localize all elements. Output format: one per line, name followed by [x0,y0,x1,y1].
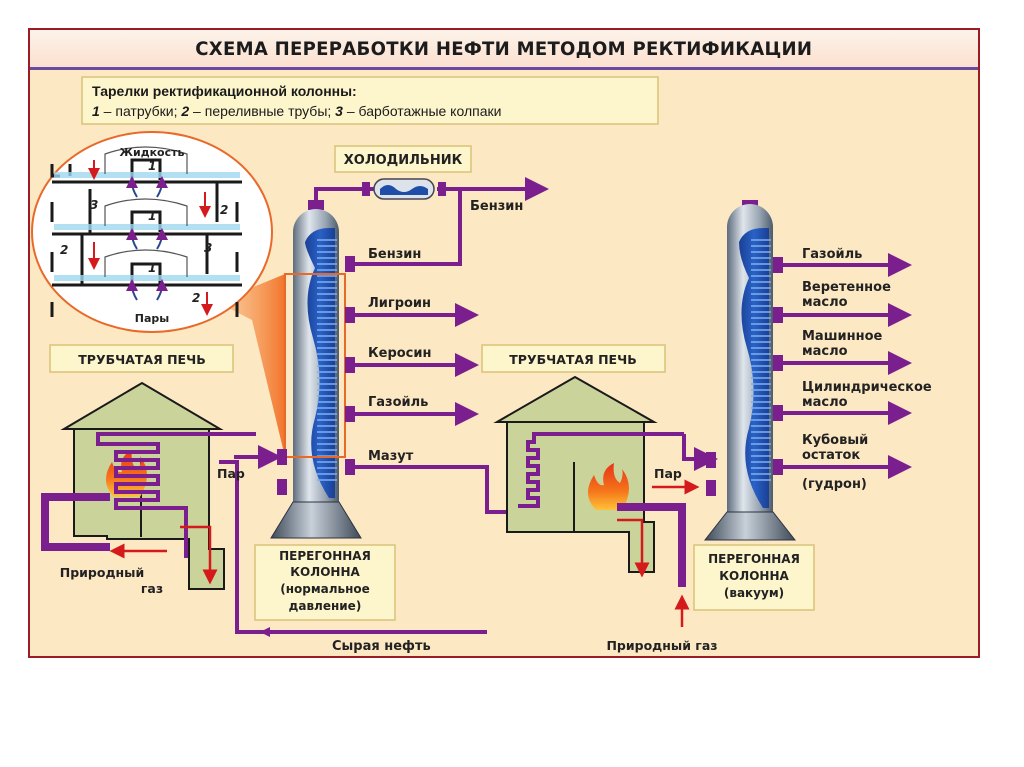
process-diagram: Тарелки ректификационной колонны: 1 – па… [31,76,932,654]
inset-num: 1 [148,209,156,223]
legend-text-1: – патрубки; [100,103,182,119]
legend-items: 1 – патрубки; 2 – переливные трубы; 3 – … [92,103,501,119]
inset-num: 1 [148,159,156,173]
column1-outputs: Бензин Бензин Лигроин Керосин Газойль Ма… [368,199,523,464]
natural-gas-label-left: Природный [60,565,145,580]
tube-furnace-1: ТРУБЧАТАЯ ПЕЧЬ Пар Природный газ [41,344,282,596]
distillation-column-2 [703,200,912,541]
cooler-label-box: ХОЛОДИЛЬНИК [334,145,472,173]
caption-line: ПЕРЕГОННАЯ [708,552,800,566]
furnace-label: ТРУБЧАТАЯ ПЕЧЬ [78,352,205,367]
legend-num-3: 3 [335,103,343,119]
legend-box: Тарелки ректификационной колонны: 1 – па… [81,76,659,125]
legend-text-2: – переливные трубы; [189,103,335,119]
legend-num-1: 1 [92,103,100,119]
inset-num: 3 [90,198,98,212]
zoom-beam [217,274,285,457]
column2-caption: ПЕРЕГОННАЯ КОЛОННА (вакуум) [693,544,815,611]
steam-label: Пар [654,466,682,481]
output-label: масло [802,395,848,410]
output-label: Бензин [470,199,523,214]
output-label: остаток [802,448,860,463]
output-label: Газойль [368,395,428,410]
title-bar: СХЕМА ПЕРЕРАБОТКИ НЕФТИ МЕТОДОМ РЕКТИФИК… [30,30,978,70]
column2-outputs: Газойль Веретенное масло Машинное масло … [802,247,932,492]
caption-line: (вакуум) [724,586,784,600]
inset-vapor-label: Пары [135,312,170,325]
inset-liquid-label: Жидкость [120,146,185,159]
caption-line: ПЕРЕГОННАЯ [279,549,371,563]
residue-note: (гудрон) [802,477,867,492]
inset-num: 2 [192,291,200,305]
inset-num: 2 [220,203,228,217]
distillation-column-1 [270,200,362,539]
legend-num-2: 2 [180,103,189,119]
steam-label: Пар [217,466,245,481]
flame-icon [587,463,629,510]
inset-num: 2 [60,243,68,257]
inset-num: 1 [148,261,156,275]
column1-caption: ПЕРЕГОННАЯ КОЛОННА (нормальное давление) [254,544,396,621]
caption-line: давление) [289,599,362,613]
output-label: Веретенное [802,280,891,295]
output-label: масло [802,295,848,310]
output-label: Лигроин [368,296,431,311]
output-label: Машинное [802,329,883,344]
cooler-label: ХОЛОДИЛЬНИК [344,153,463,168]
output-label: Кубовый [802,433,868,448]
output-label: Цилиндрическое [802,380,932,395]
natural-gas-label-right: Природный газ [606,638,717,653]
caption-line: (нормальное [280,582,370,596]
output-label: масло [802,344,848,359]
tube-furnace-2: ТРУБЧАТАЯ ПЕЧЬ Пар Природный газ [481,344,718,653]
crude-oil-label: Сырая нефть [332,639,431,654]
caption-line: КОЛОННА [290,565,360,579]
furnace-label: ТРУБЧАТАЯ ПЕЧЬ [509,352,636,367]
legend-text-3: – барботажные колпаки [343,103,501,119]
legend-heading: Тарелки ректификационной колонны: [92,83,357,99]
natural-gas-label-left-2: газ [141,581,163,596]
diagram-frame: СХЕМА ПЕРЕРАБОТКИ НЕФТИ МЕТОДОМ РЕКТИФИК… [28,28,980,658]
cooler-icon [362,178,446,200]
output-label: Газойль [802,247,862,262]
output-label: Бензин [368,247,421,262]
tray-inset: Жидкость Пары 1 1 1 2 2 2 3 3 [31,131,273,333]
page-title: СХЕМА ПЕРЕРАБОТКИ НЕФТИ МЕТОДОМ РЕКТИФИК… [195,38,813,60]
caption-line: КОЛОННА [719,569,789,583]
inset-num: 3 [204,241,212,255]
output-label: Мазут [368,449,414,464]
output-label: Керосин [368,346,431,361]
